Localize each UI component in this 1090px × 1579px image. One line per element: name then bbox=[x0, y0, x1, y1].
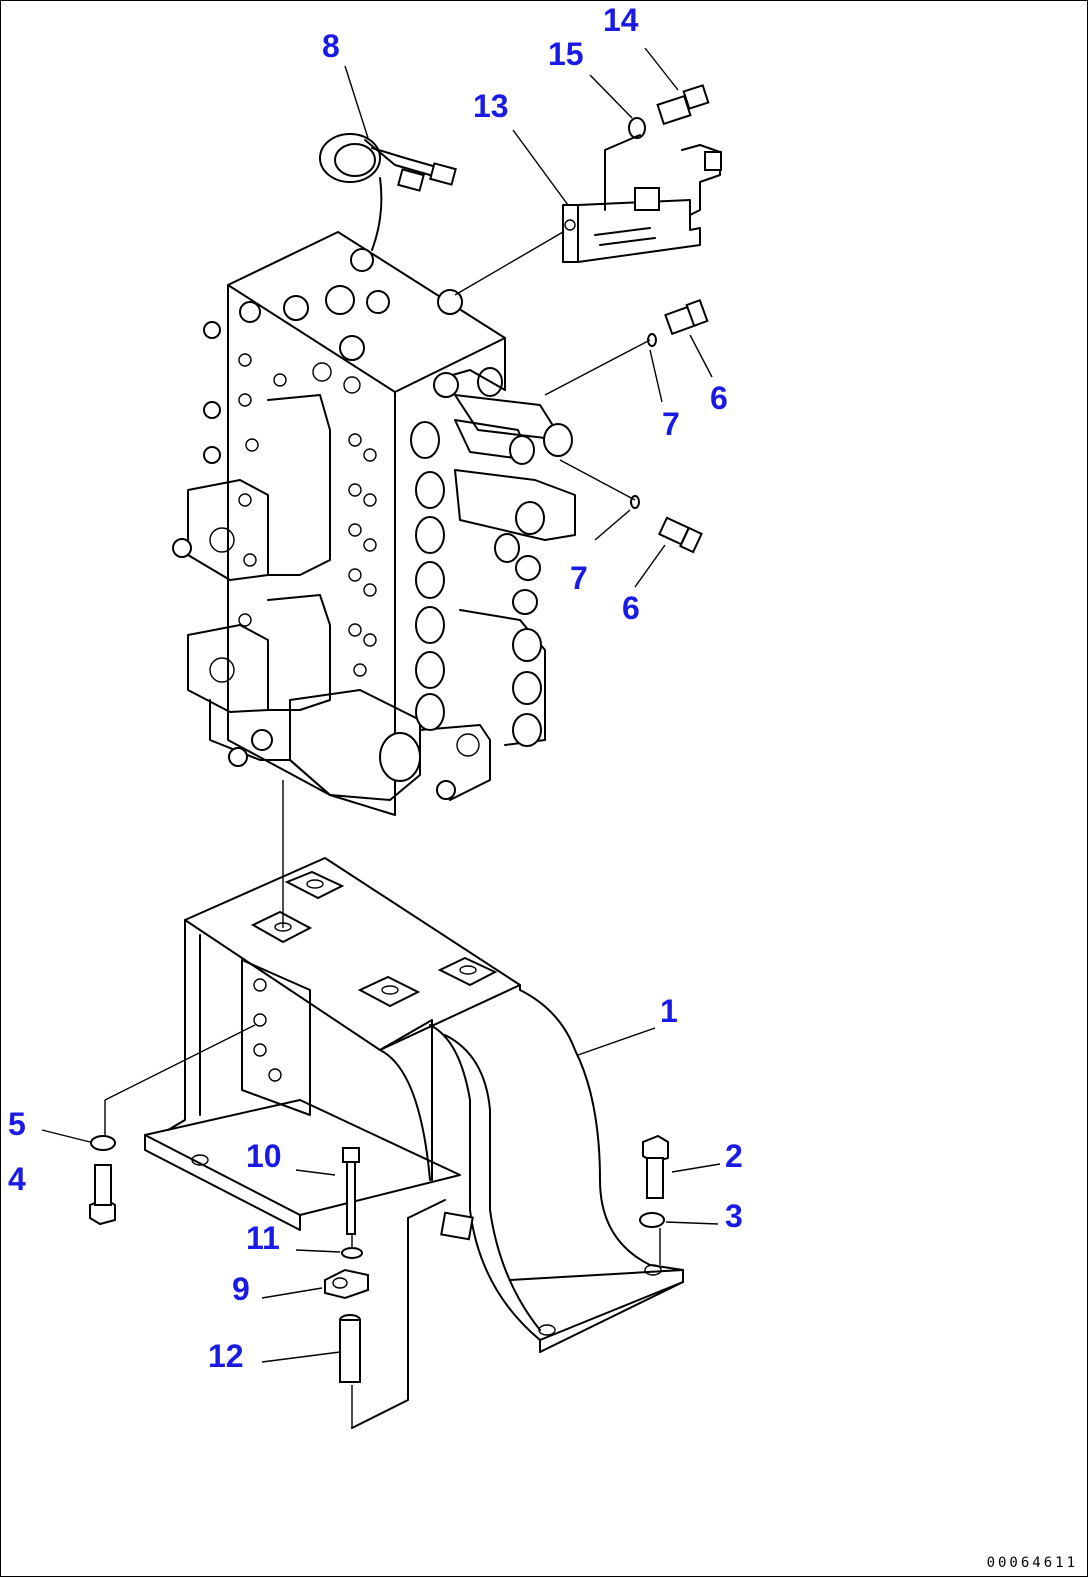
callout-10: 10 bbox=[246, 1138, 282, 1174]
bolt-4 bbox=[89, 1164, 116, 1226]
washer-11 bbox=[341, 1247, 363, 1259]
spacer-12 bbox=[339, 1314, 361, 1383]
control-valve bbox=[172, 231, 576, 816]
callout-13: 13 bbox=[473, 88, 509, 124]
plug bbox=[656, 84, 710, 126]
callout-4: 4 bbox=[8, 1161, 26, 1197]
bolt-10 bbox=[342, 1147, 360, 1235]
clamp-9 bbox=[324, 1268, 369, 1300]
callout-2: 2 bbox=[725, 1138, 743, 1174]
callout-15: 15 bbox=[548, 36, 584, 72]
bracket bbox=[562, 134, 722, 263]
bolt-2 bbox=[642, 1134, 669, 1199]
catalog-code: 00064611 bbox=[986, 1555, 1078, 1571]
callout-14: 14 bbox=[603, 2, 639, 38]
callout-5: 5 bbox=[8, 1106, 26, 1142]
pressure-sensor-upper bbox=[664, 298, 709, 336]
callout-7-upper: 7 bbox=[662, 406, 680, 442]
valve-bracket bbox=[144, 857, 684, 1429]
callout-1: 1 bbox=[660, 993, 678, 1029]
callout-7-lower: 7 bbox=[570, 560, 588, 596]
callout-11: 11 bbox=[246, 1220, 280, 1256]
callout-8: 8 bbox=[322, 28, 340, 64]
callout-3: 3 bbox=[725, 1198, 743, 1234]
washer-3 bbox=[639, 1212, 665, 1228]
leader-lines bbox=[41, 47, 721, 1428]
o-ring-15 bbox=[628, 117, 646, 139]
o-ring-7-upper bbox=[647, 333, 657, 347]
callout-6-lower: 6 bbox=[622, 590, 640, 626]
callout-12: 12 bbox=[208, 1338, 244, 1374]
callout-9: 9 bbox=[232, 1271, 250, 1307]
o-ring-7-lower bbox=[630, 495, 640, 509]
pressure-sensor-lower bbox=[657, 516, 703, 554]
wiring-harness bbox=[319, 133, 457, 251]
callout-6-upper: 6 bbox=[710, 380, 728, 416]
washer-5 bbox=[90, 1135, 116, 1151]
